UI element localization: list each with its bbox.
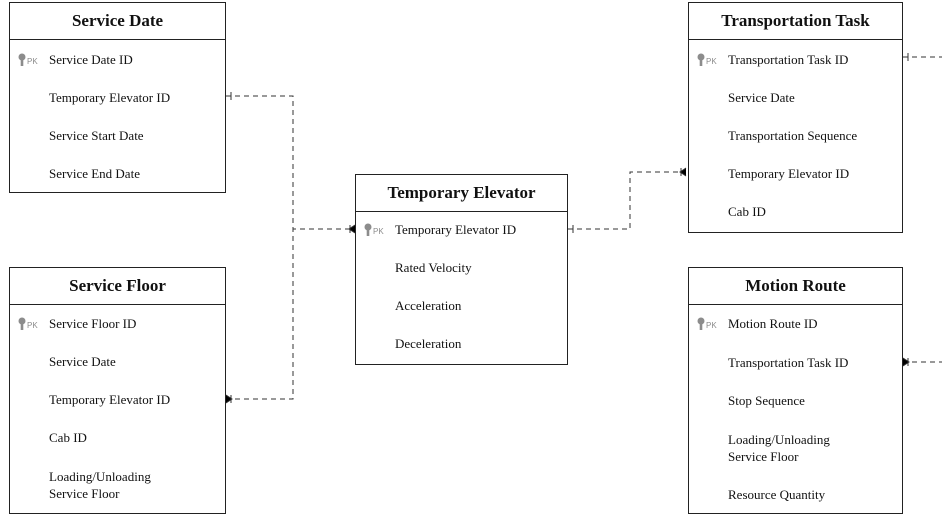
entity-motion-route[interactable]: Motion Route PK Motion Route ID Transpor… <box>688 267 903 514</box>
attribute-label: Loading/Unloading <box>728 432 830 447</box>
entity-service-date[interactable]: Service Date PK Service Date ID Temporar… <box>9 2 226 193</box>
attribute-label: Service End Date <box>49 166 140 181</box>
entity-title: Service Floor <box>10 268 225 305</box>
entity-title: Service Date <box>10 3 225 40</box>
attribute-label: Transportation Task ID <box>728 355 849 370</box>
attribute-label: Resource Quantity <box>728 487 826 502</box>
attribute-label: Acceleration <box>395 298 462 313</box>
connector-service-date-to-elevator <box>226 95 355 230</box>
primary-key-icon: PK <box>697 53 719 67</box>
svg-text:PK: PK <box>27 57 38 66</box>
entity-title: Temporary Elevator <box>356 175 567 212</box>
svg-text:PK: PK <box>706 321 717 330</box>
attribute-label: Rated Velocity <box>395 260 472 275</box>
attribute-label: Cab ID <box>728 204 766 219</box>
attribute-label: Service Date <box>728 90 795 105</box>
svg-text:PK: PK <box>27 321 38 330</box>
crows-foot <box>225 394 233 404</box>
connector-service-floor-to-elevator <box>226 229 294 400</box>
attribute-label: Motion Route ID <box>728 316 818 331</box>
primary-key-icon: PK <box>18 317 40 331</box>
entity-service-floor[interactable]: Service Floor PK Service Floor ID Servic… <box>9 267 226 514</box>
svg-text:PK: PK <box>373 227 384 236</box>
entity-transportation-task[interactable]: Transportation Task PK Transportation Ta… <box>688 2 903 233</box>
svg-text:PK: PK <box>706 57 717 66</box>
attribute-label: Service Floor <box>49 486 120 501</box>
primary-key-icon: PK <box>364 223 386 237</box>
primary-key-icon: PK <box>18 53 40 67</box>
crows-foot <box>679 167 687 177</box>
attribute-label: Loading/Unloading <box>49 469 151 484</box>
attribute-label: Temporary Elevator ID <box>49 392 171 407</box>
crows-foot <box>348 224 356 234</box>
attribute-label: Temporary Elevator ID <box>49 90 171 105</box>
attribute-label: Temporary Elevator ID <box>728 166 850 181</box>
connector-elevator-to-transportation-task <box>568 171 686 230</box>
entity-temporary-elevator[interactable]: Temporary Elevator PK Temporary Elevator… <box>355 174 568 365</box>
attribute-label: Service Date ID <box>49 52 133 67</box>
attribute-label: Transportation Sequence <box>728 128 858 143</box>
entity-title: Motion Route <box>689 268 902 305</box>
primary-key-icon: PK <box>697 317 719 331</box>
attribute-label: Cab ID <box>49 430 87 445</box>
attribute-label: Service Floor ID <box>49 316 137 331</box>
attribute-label: Deceleration <box>395 336 462 351</box>
attribute-label: Stop Sequence <box>728 393 805 408</box>
attribute-label: Service Start Date <box>49 128 144 143</box>
entity-title: Transportation Task <box>689 3 902 40</box>
attribute-label: Temporary Elevator ID <box>395 222 517 237</box>
crows-foot <box>902 357 910 367</box>
attribute-label: Transportation Task ID <box>728 52 849 67</box>
attribute-label: Service Floor <box>728 449 799 464</box>
attribute-label: Service Date <box>49 354 116 369</box>
